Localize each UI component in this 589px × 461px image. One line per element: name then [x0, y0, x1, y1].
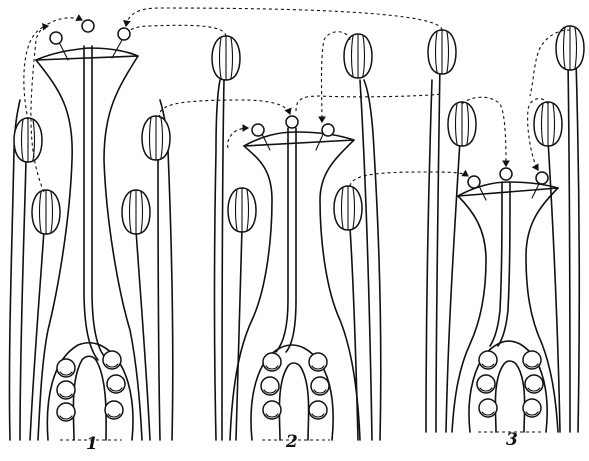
pollination-arrows	[24, 8, 570, 192]
figure-label-1: 1	[86, 434, 98, 454]
flower-2	[212, 34, 381, 440]
flower-3	[426, 26, 584, 432]
figure-label-2: 2	[286, 432, 298, 452]
flower-1	[9, 20, 172, 440]
figure-label-3: 3	[506, 430, 518, 450]
